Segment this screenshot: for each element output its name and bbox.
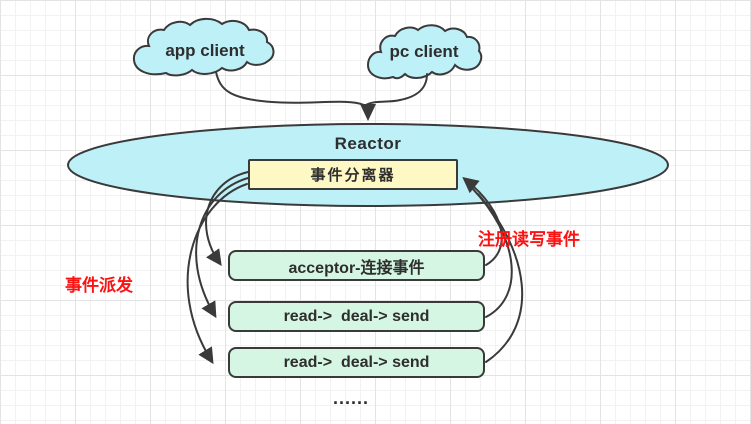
annotation-event-dispatch: 事件派发 (65, 276, 133, 295)
handler-box-read-deal-send-2: read-> deal-> send (228, 347, 485, 378)
cloud-shape-app-client (132, 17, 275, 77)
handler-read-deal-send-2-label: read-> deal-> send (283, 353, 430, 371)
register-arrow-3 (477, 193, 524, 363)
dispatch-arrow-3 (186, 183, 248, 365)
event-demultiplexer-box: 事件分离器 (248, 159, 458, 190)
cloud-pc-client-label: pc client (389, 42, 459, 61)
merged-arrowhead-into-reactor (360, 104, 376, 121)
event-demultiplexer-label: 事件分离器 (310, 167, 396, 184)
handler-acceptor-label: acceptor-连接事件 (288, 259, 425, 277)
annotation-register-rw-events: 注册读写事件 (478, 230, 580, 249)
connector-app-client-to-reactor (215, 71, 365, 106)
cloud-app-client-label: app client (165, 41, 245, 60)
connector-pc-client-to-reactor (365, 73, 428, 106)
handler-box-read-deal-send-1: read-> deal-> send (228, 301, 485, 332)
more-handlers-ellipsis: ...... (332, 388, 369, 408)
cloud-shape-pc-client (366, 24, 483, 80)
handler-box-acceptor: acceptor-连接事件 (228, 250, 485, 281)
handler-read-deal-send-1-label: read-> deal-> send (283, 307, 430, 325)
reactor-title: Reactor (334, 134, 402, 153)
